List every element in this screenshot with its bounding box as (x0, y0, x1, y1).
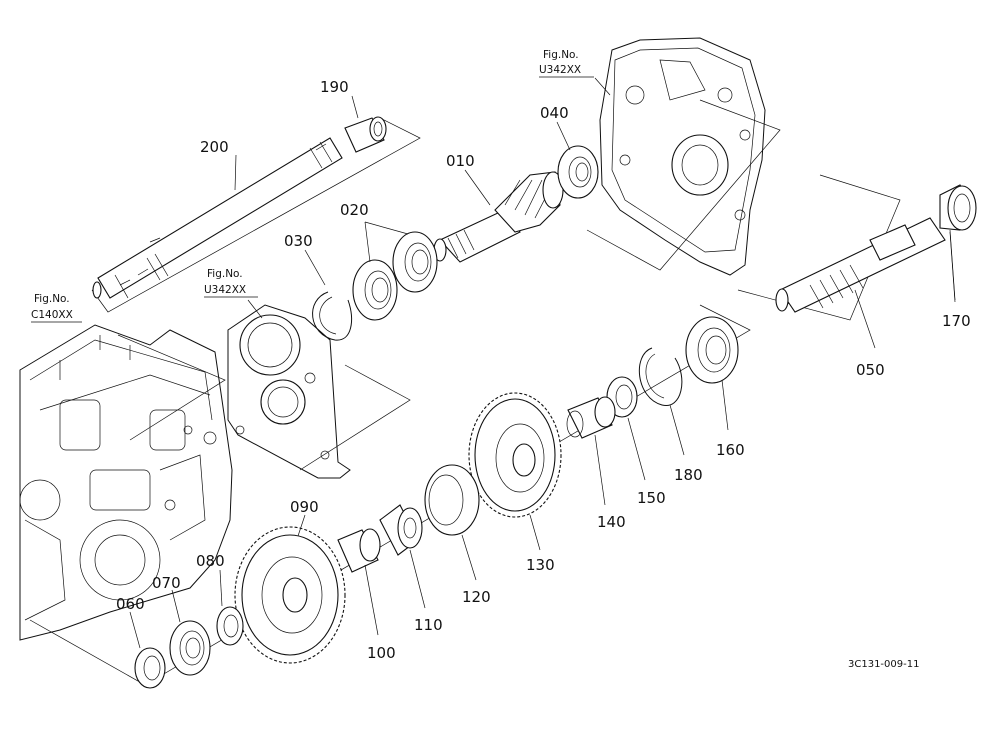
part-label-110: 110 (414, 616, 443, 634)
part-label-080: 080 (196, 552, 225, 570)
fig-ref-code: C140XX (31, 309, 73, 321)
cover-housing-left (227, 304, 351, 479)
part-label-060: 060 (116, 595, 145, 613)
ring-120 (424, 464, 480, 536)
fig-ref-label: Fig.No. (543, 49, 579, 61)
fig-ref-label: Fig.No. (207, 268, 243, 280)
part-label-130: 130 (526, 556, 555, 574)
pinion-shaft-010 (433, 171, 564, 263)
figure-ref-top: Fig.No. U342XX (539, 49, 594, 78)
part-label-090: 090 (290, 498, 319, 516)
part-label-170: 170 (942, 312, 971, 330)
needle-bearing-100 (337, 528, 381, 573)
shaft-050 (775, 217, 946, 313)
cover-housing-right (599, 37, 766, 276)
fig-ref-code: U342XX (539, 64, 581, 76)
fig-ref-label: Fig.No. (34, 293, 70, 305)
part-label-140: 140 (597, 513, 626, 531)
part-label-120: 120 (462, 588, 491, 606)
collar-060 (134, 647, 166, 689)
shaft-200 (92, 137, 343, 299)
part-label-010: 010 (446, 152, 475, 170)
part-label-030: 030 (284, 232, 313, 250)
part-label-160: 160 (716, 441, 745, 459)
part-label-020: 020 (340, 201, 369, 219)
bearing-160 (685, 316, 739, 384)
part-label-100: 100 (367, 644, 396, 662)
part-label-190: 190 (320, 78, 349, 96)
bearing-020-b (392, 231, 438, 293)
part-label-070: 070 (152, 574, 181, 592)
transmission-case (19, 324, 233, 641)
leader-lines (129, 77, 956, 649)
washer-080 (216, 606, 244, 646)
bearing-040 (557, 145, 599, 199)
needle-bearing-140 (566, 396, 616, 439)
drawing-code: 3C131-009-11 (848, 659, 919, 670)
gear-090 (234, 526, 346, 664)
bearing-070 (169, 620, 211, 676)
part-label-040: 040 (540, 104, 569, 122)
fig-ref-code: U342XX (204, 284, 246, 296)
part-label-050: 050 (856, 361, 885, 379)
part-label-150: 150 (637, 489, 666, 507)
gear-130 (468, 392, 562, 518)
part-label-200: 200 (200, 138, 229, 156)
hub-110 (379, 504, 423, 556)
cap-170 (939, 184, 977, 231)
snap-ring-030 (312, 291, 352, 341)
assembly-lines (29, 99, 956, 686)
collar-190 (344, 116, 387, 153)
bearing-020-a (352, 259, 398, 321)
part-label-180: 180 (674, 466, 703, 484)
snap-ring-180 (638, 347, 683, 406)
figure-ref-middle: Fig.No. U342XX (204, 268, 258, 298)
figure-ref-left: Fig.No. C140XX (31, 293, 82, 323)
